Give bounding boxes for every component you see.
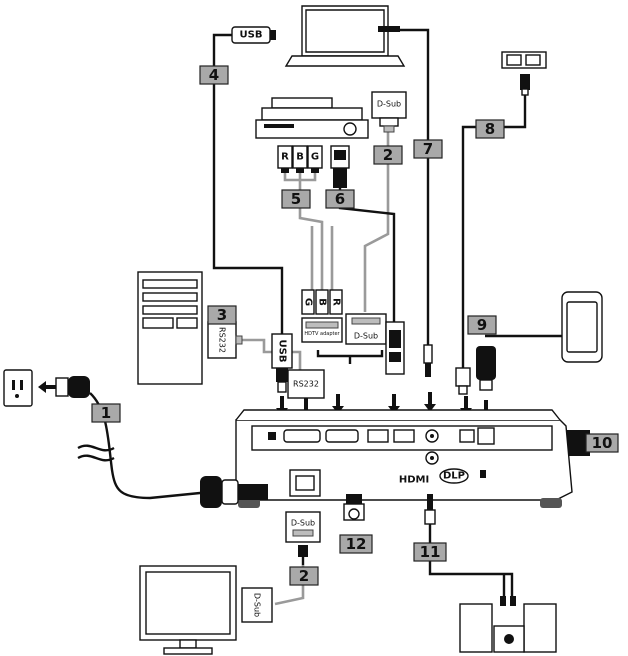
rs232-label-mid: RS232 — [293, 380, 319, 389]
dsub-plug-monitor: D-Sub — [241, 587, 273, 623]
cable-rs232 — [238, 338, 302, 370]
svg-text:2: 2 — [299, 567, 309, 585]
svg-text:4: 4 — [209, 66, 219, 84]
svg-text:9: 9 — [477, 316, 487, 334]
lan-socket-icon — [501, 51, 547, 96]
rca-label-g: G — [311, 152, 319, 163]
hdmi-plug-mid — [385, 321, 405, 375]
usb-plug-top: USB — [231, 26, 276, 44]
svg-text:10: 10 — [592, 434, 613, 452]
monitor-icon — [139, 565, 237, 655]
rs232-connector-mid: RS232 — [287, 369, 325, 399]
svg-text:3: 3 — [217, 306, 227, 324]
usb-label-vertical: USB — [277, 340, 288, 363]
badge-4: 4 — [199, 65, 229, 85]
rca-label-b2: B — [317, 298, 328, 306]
dsub-label-monitor: D-Sub — [253, 593, 262, 617]
badge-10: 10 — [585, 433, 619, 453]
badge-9: 9 — [467, 315, 497, 335]
dsub-plug-top: D-Sub — [371, 91, 407, 133]
cable-vga-top — [363, 128, 390, 312]
dlp-logo: DLP — [443, 471, 465, 482]
svg-text:2: 2 — [383, 146, 393, 164]
mhl-plug — [476, 346, 496, 391]
rca-label-r2: R — [331, 298, 342, 306]
svg-text:7: 7 — [423, 140, 433, 158]
cable-component — [283, 172, 334, 290]
rs232-label-left: RS232 — [218, 327, 227, 353]
svg-text:6: 6 — [335, 190, 345, 208]
rca-label-g2: G — [303, 298, 314, 306]
badge-2-bottom: 2 — [289, 566, 319, 586]
usb-stick-bottom — [343, 494, 365, 521]
svg-text:11: 11 — [420, 543, 441, 561]
badge-8: 8 — [475, 119, 505, 139]
badge-1: 1 — [91, 403, 121, 423]
hdtv-adapter: G B R HDTV adapter — [301, 289, 343, 343]
dsub-label-top: D-Sub — [377, 100, 401, 109]
laptop-icon — [284, 5, 406, 67]
projector-logos: HDMI DLP — [399, 468, 469, 486]
svg-text:8: 8 — [485, 120, 495, 138]
rs232-connector-left: RS232 — [207, 321, 243, 359]
hdtv-adapter-label: HDTV adapter — [304, 331, 340, 337]
cable-audio-in — [400, 28, 430, 345]
hdmi-plug-top — [330, 145, 350, 188]
lan-plug — [455, 367, 471, 395]
svg-text:12: 12 — [346, 535, 367, 553]
dsub-plug-bottom: D-Sub — [285, 511, 321, 557]
usb-label-top: USB — [240, 30, 263, 41]
usb-connector-vertical: USB — [271, 333, 293, 393]
badge-6: 6 — [325, 189, 355, 209]
audio-plug-mid — [423, 344, 433, 377]
hdmi-logo: HDMI — [399, 475, 429, 486]
badge-11: 11 — [413, 542, 447, 562]
badge-12: 12 — [339, 534, 373, 554]
rca-label-r: R — [281, 152, 289, 163]
cable-power-wave — [77, 444, 115, 462]
power-plug-icon — [55, 376, 90, 398]
svg-text:5: 5 — [291, 190, 301, 208]
av-player-icon — [255, 97, 369, 139]
badge-3: 3 — [207, 305, 237, 325]
badge-2-top: 2 — [373, 145, 403, 165]
bracket-hdtv — [316, 350, 384, 364]
pc-tower-icon — [137, 271, 203, 385]
projector-body — [235, 409, 573, 508]
speakers-icon — [459, 596, 557, 653]
badge-5: 5 — [281, 189, 311, 209]
dsub-plug-mid: D-Sub — [345, 313, 387, 345]
rca-label-b: B — [296, 152, 304, 163]
wall-outlet-icon — [3, 369, 33, 407]
ac-power-socket — [289, 469, 321, 497]
svg-text:1: 1 — [101, 404, 111, 422]
dsub-label-mid: D-Sub — [354, 332, 378, 341]
power-cable-connector — [200, 476, 268, 508]
rca-plugs-top: R B G — [277, 145, 323, 173]
badge-7: 7 — [413, 139, 443, 159]
smartphone-icon — [561, 291, 603, 363]
audio-plug-bottom — [424, 494, 436, 525]
dsub-label-bottom: D-Sub — [291, 519, 315, 528]
projector-ports — [268, 427, 495, 478]
cable-usb — [212, 33, 284, 340]
